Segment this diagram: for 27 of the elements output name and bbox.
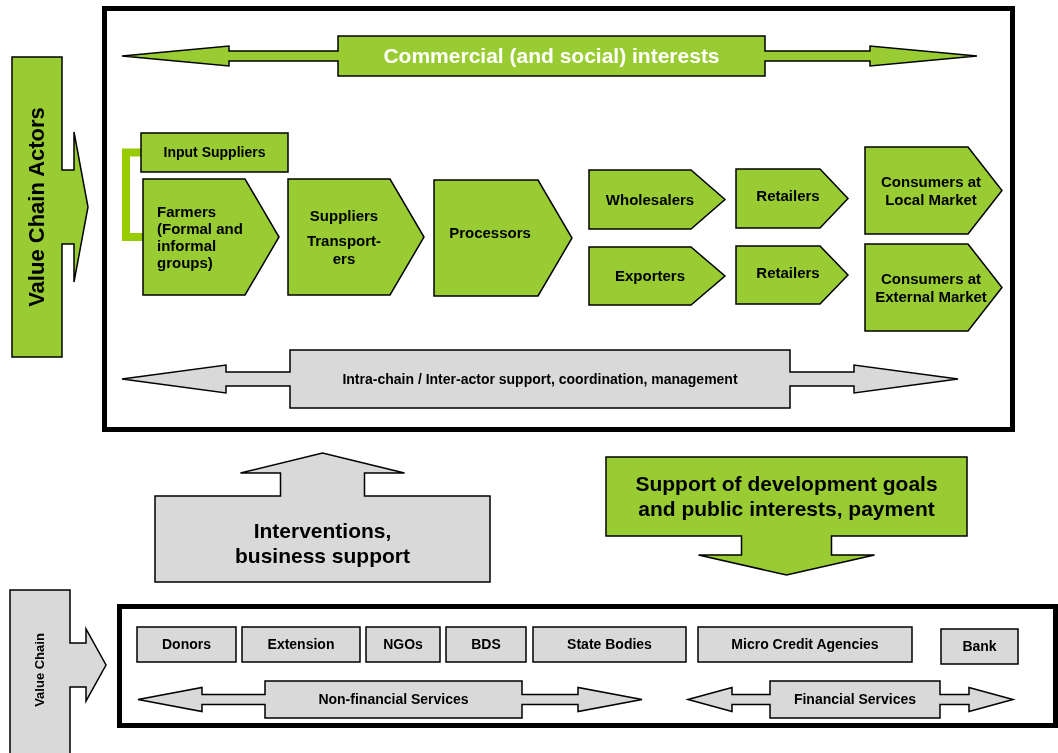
bracket-line (122, 148, 143, 241)
node-label: Commercial (and social) interests (383, 43, 720, 69)
node-label: Transport- ers (305, 232, 383, 267)
node-label: Wholesalers (605, 190, 695, 209)
node-label: Bank (962, 638, 997, 655)
node-label: NGOs (383, 636, 423, 653)
node-label: Support of development goals and public interests, payment (634, 472, 939, 521)
node-label: Non-financial Services (318, 691, 469, 708)
node-label: Consumers at External Market (874, 270, 988, 305)
node-label: Value Chain Actors (24, 107, 50, 307)
node-label: Intra-chain / Inter-actor support, coordination, management (342, 370, 738, 388)
node-label: Farmers (Formal and informal groups) (157, 202, 244, 272)
node-label: Retailers (756, 187, 820, 205)
node-label: Consumers at Local Market (880, 173, 982, 208)
node-label: Input Suppliers (163, 144, 266, 161)
node-label: Value Chain (32, 633, 48, 707)
node-label: BDS (471, 636, 501, 653)
node-label: Donors (162, 636, 211, 653)
node-label: Micro Credit Agencies (731, 636, 879, 653)
node-label: Processors (449, 224, 531, 242)
node-label: Suppliers (309, 207, 379, 225)
node-label: Extension (267, 636, 335, 653)
node-label: Interventions, business support (234, 519, 411, 568)
node-label: Financial Services (793, 691, 917, 708)
node-label: State Bodies (567, 636, 652, 653)
node-label: Exporters (615, 267, 685, 285)
node-label: Retailers (756, 264, 820, 282)
